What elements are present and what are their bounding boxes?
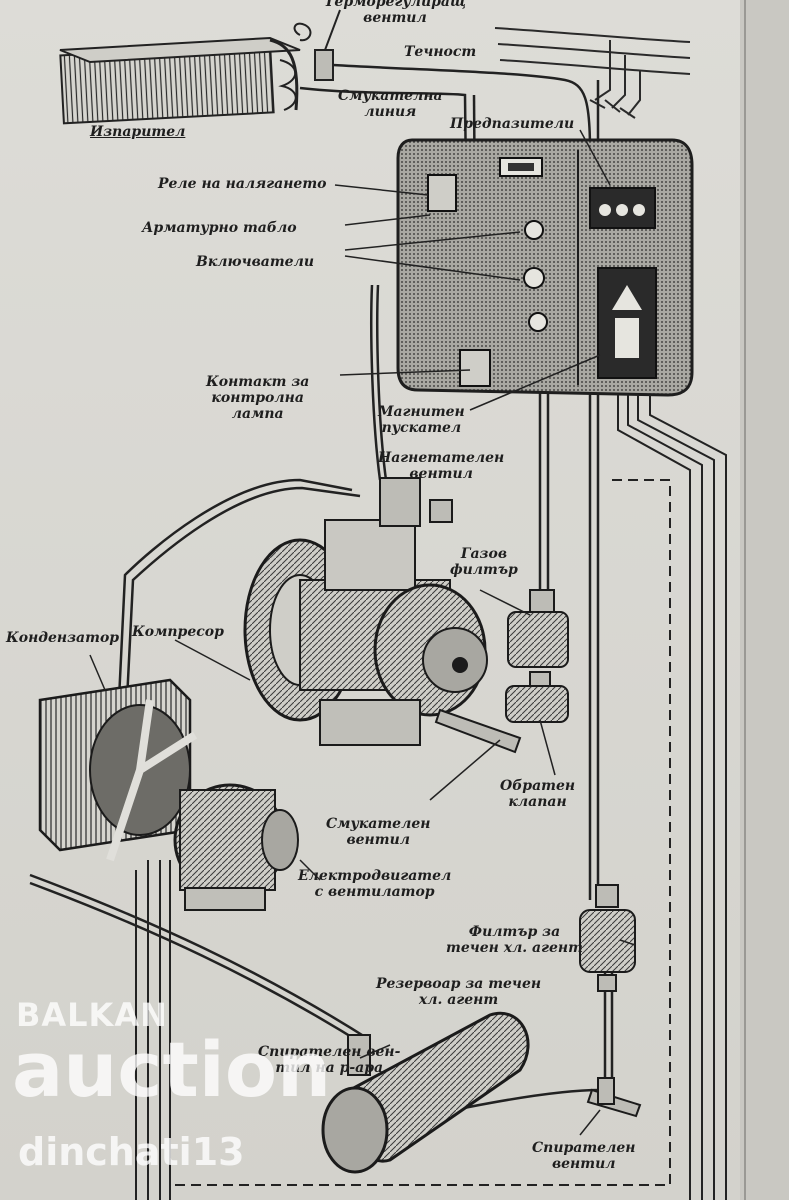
- watermark-username: dinchati13: [18, 1130, 245, 1174]
- compressor: [243, 477, 522, 754]
- label-instrument-panel: Арматурно табло: [142, 220, 297, 236]
- page-edge-shadow: [740, 0, 789, 1200]
- label-evaporator: Изпарител: [90, 124, 186, 140]
- leader-lines: [89, 129, 636, 1136]
- receiver-tank: [321, 1011, 530, 1174]
- watermark-brand-main: auction: [12, 1025, 332, 1114]
- label-switches: Включватели: [196, 254, 314, 270]
- liquid-filter: [579, 884, 636, 992]
- watermark-brand-top: BALKAN: [16, 996, 168, 1034]
- label-condenser: Кондензатор: [6, 630, 120, 646]
- power-supply-wires: [494, 27, 691, 119]
- thermo-expansion-valve: [293, 9, 341, 81]
- electrical-cables: [135, 395, 727, 1200]
- condenser: [38, 678, 198, 862]
- electric-motor: [173, 783, 299, 911]
- label-liquid: Течност: [404, 44, 477, 60]
- gas-filter: [507, 589, 569, 668]
- check-valve: [505, 671, 569, 723]
- label-pressure-relay: Реле на налягането: [158, 176, 327, 192]
- label-receiver-valve: Спирателен вен-тил на р-ара: [258, 1044, 401, 1076]
- label-compressor: Компресор: [132, 624, 224, 640]
- shutoff-valve: [586, 1077, 642, 1118]
- evaporator: [59, 36, 301, 125]
- label-fuses: Предпазители: [450, 116, 575, 132]
- control-panel: [396, 138, 694, 397]
